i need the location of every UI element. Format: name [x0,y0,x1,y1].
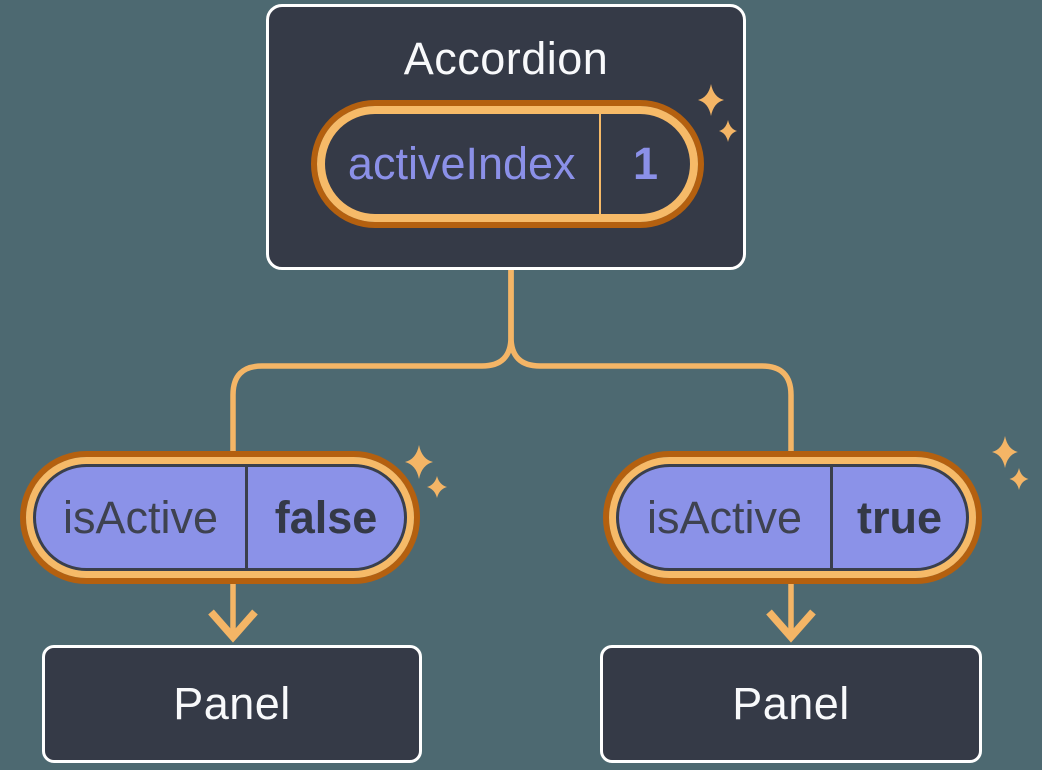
prop-pill-ring: isActive true [609,457,976,578]
prop-pill-isactive-false: isActive false [20,451,420,584]
arrow-down-icon [208,609,258,643]
prop-name: isActive [62,491,219,543]
prop-pill-body: isActive false [33,464,407,571]
prop-value: true [856,491,942,543]
sparkle-icon [427,476,447,498]
arrow-down-icon [766,609,816,643]
prop-pill-ring: isActive false [26,457,414,578]
prop-name: isActive [646,491,803,543]
panel-node-right: Panel [600,645,982,763]
accordion-node: Accordion activeIndex 1 [266,4,746,270]
state-pill-activeindex: activeIndex 1 [311,100,704,228]
state-pill-ring: activeIndex 1 [317,106,698,222]
sparkle-icon [992,436,1018,468]
prop-value: false [274,491,378,543]
prop-pill-isactive-true: isActive true [603,451,982,584]
prop-pill-body: isActive true [616,464,969,571]
panel-title: Panel [173,678,291,729]
sparkle-icon [1009,468,1029,490]
state-value: 1 [632,138,659,189]
pill-divider [830,467,833,568]
accordion-node-title: Accordion [403,33,609,84]
panel-title: Panel [732,678,850,729]
pill-divider [598,114,601,214]
state-name: activeIndex [347,138,576,189]
sparkle-icon [405,445,433,479]
panel-node-left: Panel [42,645,422,763]
